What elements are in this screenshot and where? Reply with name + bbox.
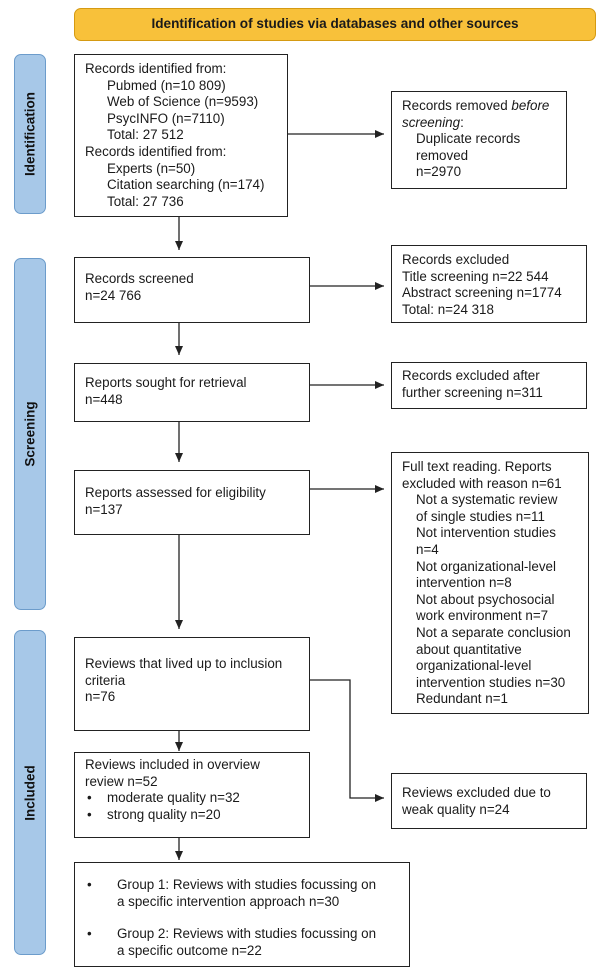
sought-count: n=448 xyxy=(85,391,123,407)
arrow-to-weak-quality xyxy=(310,679,384,802)
weak-quality-box: Reviews excluded due to weak quality n=2… xyxy=(391,773,587,829)
screened-label: Records screened xyxy=(85,271,194,286)
fulltext-line-9: Not about psychosocial xyxy=(416,591,555,607)
removed-screening: screening xyxy=(402,114,461,130)
inclusion-count: n=76 xyxy=(85,689,116,705)
group-1-line-2: a specific intervention approach n=30 xyxy=(117,893,340,909)
records-removed-box: Records removed before screening: Duplic… xyxy=(391,91,567,189)
reports-assessed-box: Reports assessed for eligibility n=137 xyxy=(74,470,310,535)
removed-count: n=2970 xyxy=(416,164,462,180)
fulltext-line-2: excluded with reason n=61 xyxy=(402,475,562,491)
group-2-line-2: a specific outcome n=22 xyxy=(117,942,262,958)
excluded-total: Total: n=24 318 xyxy=(402,301,494,317)
fulltext-line-15: Redundant n=1 xyxy=(416,691,508,707)
excluded-title: Title screening n=22 544 xyxy=(402,268,549,284)
fulltext-line-4: of single studies n=11 xyxy=(416,508,545,524)
records-excluded-further-box: Records excluded after further screening… xyxy=(391,362,587,409)
excluded-further-1: Records excluded after xyxy=(402,368,540,383)
records-identified-box: Records identified from: Pubmed (n=10 80… xyxy=(74,54,288,217)
inclusion-criteria-box: Reviews that lived up to inclusion crite… xyxy=(74,637,310,731)
identified-wos: Web of Science (n=9593) xyxy=(107,94,259,110)
flow-header: Identification of studies via databases … xyxy=(74,8,596,41)
fulltext-line-13: organizational-level xyxy=(416,658,532,674)
reports-sought-box: Reports sought for retrieval n=448 xyxy=(74,363,310,422)
phase-screening: Screening xyxy=(14,258,46,610)
identified-experts: Experts (n=50) xyxy=(107,160,196,176)
removed-duplicate-1: Duplicate records xyxy=(416,131,521,147)
screened-count: n=24 766 xyxy=(85,287,142,303)
fulltext-line-14: intervention studies n=30 xyxy=(416,674,566,690)
identified-total-1: Total: 27 512 xyxy=(107,127,184,143)
overview-bullet-moderate: moderate quality n=32 xyxy=(85,790,299,807)
sought-label: Reports sought for retrieval xyxy=(85,375,247,390)
assessed-count: n=137 xyxy=(85,501,123,517)
phase-identification: Identification xyxy=(14,54,46,214)
identified-citation: Citation searching (n=174) xyxy=(107,177,265,193)
removed-before: before xyxy=(511,98,550,113)
inclusion-line-1: Reviews that lived up to inclusion xyxy=(85,656,283,671)
group-1-line-1: Group 1: Reviews with studies focussing … xyxy=(85,877,399,894)
fulltext-line-8: intervention n=8 xyxy=(416,575,512,591)
fulltext-exclusion-box: Full text reading. Reports excluded with… xyxy=(391,452,589,714)
fulltext-line-1: Full text reading. Reports xyxy=(402,459,552,474)
identified-psycinfo: PsycINFO (n=7110) xyxy=(107,110,225,126)
identified-total-2: Total: 27 736 xyxy=(107,193,184,209)
overview-line-2: review n=52 xyxy=(85,773,158,789)
removed-prefix: Records removed xyxy=(402,98,512,113)
excluded-abstract: Abstract screening n=1774 xyxy=(402,285,562,301)
removed-colon: : xyxy=(460,114,464,130)
fulltext-line-12: about quantitative xyxy=(416,641,522,657)
fulltext-line-5: Not intervention studies xyxy=(416,525,556,541)
removed-duplicate-2: removed xyxy=(416,147,469,163)
overview-review-box: Reviews included in overview review n=52… xyxy=(74,752,310,838)
records-screened-box: Records screened n=24 766 xyxy=(74,257,310,323)
fulltext-line-7: Not organizational-level xyxy=(416,558,556,574)
group-2-line-1: Group 2: Reviews with studies focussing … xyxy=(85,926,399,943)
excluded-further-2: further screening n=311 xyxy=(402,384,543,400)
inclusion-line-2: criteria xyxy=(85,672,126,688)
identified-heading-1: Records identified from: xyxy=(85,61,227,76)
weak-line-2: weak quality n=24 xyxy=(402,801,510,817)
fulltext-line-10: work environment n=7 xyxy=(416,608,549,624)
weak-line-1: Reviews excluded due to xyxy=(402,785,551,800)
phase-included: Included xyxy=(14,630,46,955)
overview-line-1: Reviews included in overview xyxy=(85,757,260,772)
overview-bullet-strong: strong quality n=20 xyxy=(85,807,299,824)
assessed-label: Reports assessed for eligibility xyxy=(85,485,266,500)
identified-pubmed: Pubmed (n=10 809) xyxy=(107,77,226,93)
excluded-label: Records excluded xyxy=(402,252,510,267)
fulltext-line-3: Not a systematic review xyxy=(416,492,558,508)
identified-heading-2: Records identified from: xyxy=(85,143,227,159)
fulltext-line-6: n=4 xyxy=(416,541,439,557)
groups-box: Group 1: Reviews with studies focussing … xyxy=(74,862,410,967)
records-excluded-box: Records excluded Title screening n=22 54… xyxy=(391,245,587,323)
fulltext-line-11: Not a separate conclusion xyxy=(416,624,571,640)
